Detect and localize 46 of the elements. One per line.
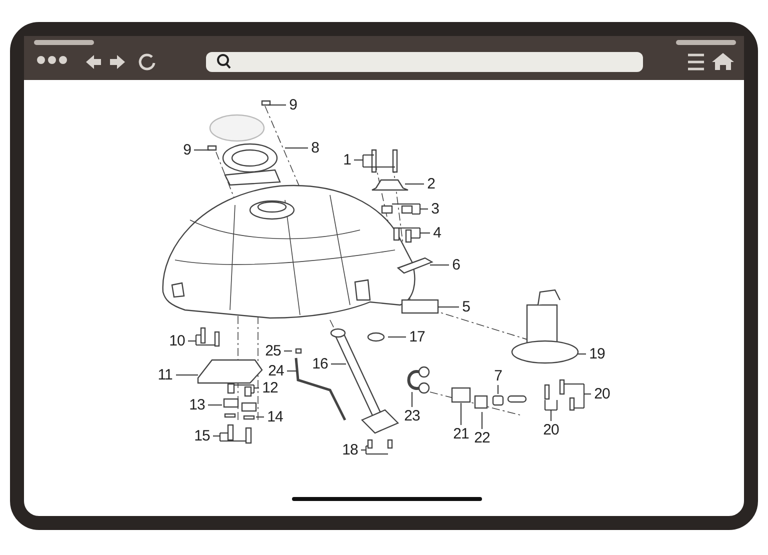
leader-line (286, 370, 298, 372)
callout-number: 3 (431, 202, 439, 216)
callout-number: 15 (194, 428, 210, 444)
callout-number: 9 (183, 142, 191, 158)
callout-number: 19 (589, 346, 605, 362)
leader-line (544, 400, 558, 422)
callout-number: 13 (189, 398, 205, 412)
callout-number: 22 (474, 430, 490, 446)
callout-number: 10 (169, 334, 185, 348)
leader-line (460, 402, 462, 426)
callout-number: 2 (427, 176, 435, 192)
callout-number: 24 (268, 364, 284, 378)
leader-line (398, 228, 430, 238)
leader-line (430, 264, 450, 266)
callout-number: 8 (311, 140, 319, 156)
callout-number: 7 (494, 368, 502, 384)
callout-number: 20 (543, 422, 559, 438)
callout-number: 11 (158, 368, 172, 382)
callout-number: 4 (433, 226, 441, 240)
callout-number: 5 (462, 300, 470, 314)
callout-number: 9 (289, 98, 297, 112)
callout-number: 6 (452, 258, 460, 272)
callout-number: 14 (267, 410, 283, 424)
callout-number: 12 (262, 380, 278, 396)
leader-line (388, 336, 406, 338)
callout-number: 20 (594, 386, 610, 402)
leader-line (234, 384, 260, 394)
callout-number: 18 (342, 442, 358, 458)
leader-line (268, 104, 286, 106)
callout-number: 17 (409, 330, 425, 344)
leader-line (392, 204, 428, 214)
leader-line (360, 446, 388, 454)
leader-line (564, 384, 592, 408)
leader-line (208, 404, 222, 406)
leader-line (354, 154, 396, 168)
leader-line (438, 306, 460, 308)
leader-line (256, 416, 264, 418)
callout-number: 16 (312, 356, 328, 372)
leader-line (188, 334, 216, 346)
callout-number: 23 (404, 408, 420, 424)
callout-number: 25 (265, 344, 281, 358)
callout-number: 21 (453, 426, 469, 442)
leader-line (212, 432, 246, 442)
leader-line (284, 350, 292, 352)
callout-number: 1 (343, 152, 351, 168)
leader-line (176, 374, 198, 376)
